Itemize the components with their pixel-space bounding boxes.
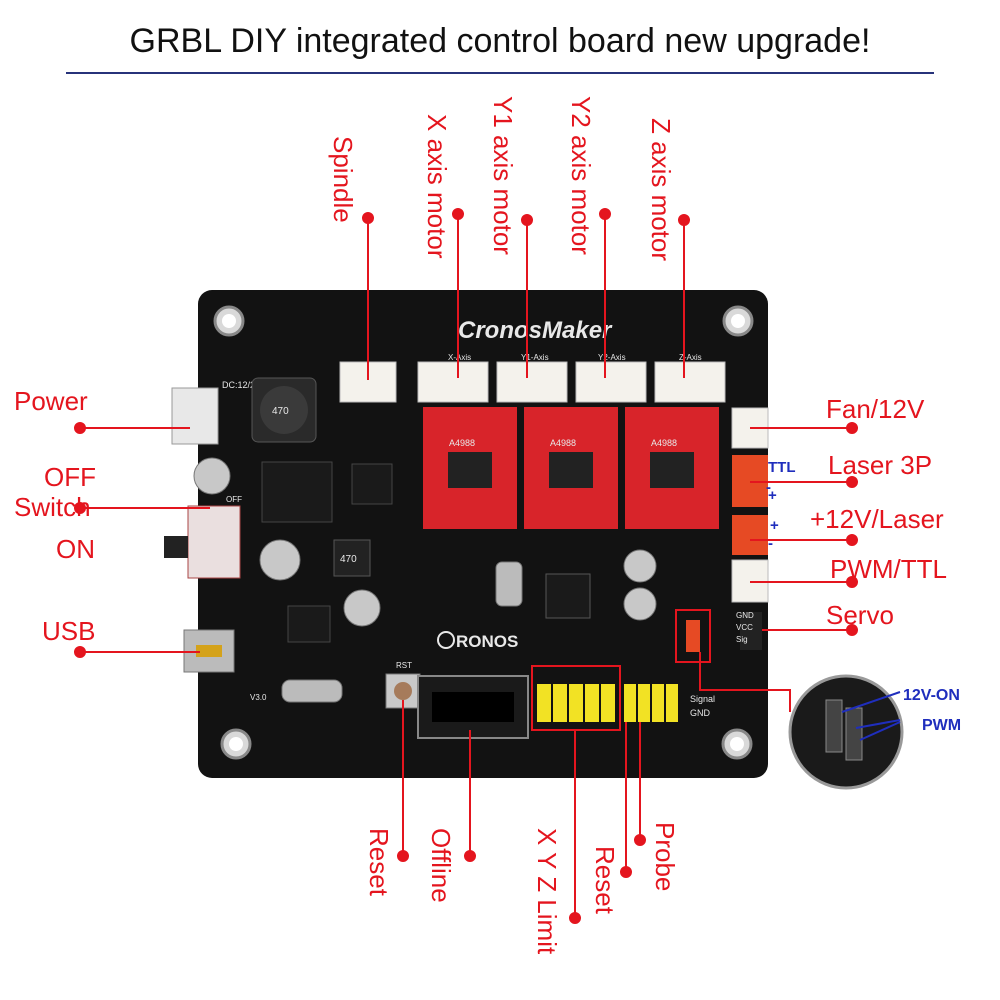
label-spindle: Spindle <box>328 136 358 223</box>
svg-text:470: 470 <box>340 554 357 565</box>
label-reset: Reset <box>364 828 394 896</box>
usb-chip <box>287 605 331 643</box>
crystal-2 <box>281 679 343 703</box>
svg-text:Sig: Sig <box>736 635 748 644</box>
svg-text:A4988: A4988 <box>449 438 475 448</box>
pwm-jumper <box>686 620 700 652</box>
page-title: GRBL DIY integrated control board new up… <box>129 22 871 60</box>
y1-axis-silk: Y1-Axis <box>521 353 549 362</box>
label-switch: Switch <box>14 492 91 522</box>
power-jack <box>171 387 219 445</box>
y2-axis-connector <box>575 361 647 403</box>
svg-text:RST: RST <box>396 661 412 670</box>
z-axis-connector <box>654 361 726 403</box>
inset-12v-on-label: 12V-ON <box>903 687 960 704</box>
capacitor-1 <box>193 457 231 495</box>
driver-z: A4988 <box>625 407 719 529</box>
label-y2-motor: Y2 axis motor <box>566 96 596 255</box>
svg-text:OFF: OFF <box>226 495 242 504</box>
label-probe: Probe <box>650 822 680 892</box>
limit-headers <box>537 684 678 722</box>
brand-silk: CronosMaker <box>458 317 613 344</box>
control-board: CronosMaker X-Axis Y1-Axis Y2-Axis Z-Axi… <box>164 290 796 778</box>
plus-mark-1: + <box>768 487 777 504</box>
x-axis-silk: X-Axis <box>448 353 471 362</box>
svg-text:470: 470 <box>272 406 289 417</box>
crystal <box>495 561 523 607</box>
minus-mark-1: - <box>766 479 771 496</box>
label-servo: Servo <box>826 600 894 630</box>
cronos-logo-icon <box>437 631 455 649</box>
laser-12v-connector <box>732 515 768 555</box>
leader-lines <box>74 208 858 924</box>
label-laser3p: Laser 3P <box>828 450 933 480</box>
svg-text:Signal: Signal <box>690 694 715 704</box>
label-pwm-ttl: PWM/TTL <box>830 554 947 584</box>
jumper-inset: 12V-ON PWM <box>788 674 961 790</box>
label-x-motor: X axis motor <box>422 114 452 259</box>
cronos-logo-text: RONOS <box>456 632 518 651</box>
label-xyz-limit: X Y Z Limit <box>532 828 562 955</box>
label-y1-motor: Y1 axis motor <box>488 96 518 255</box>
minus-mark-2: - <box>768 535 773 552</box>
power-switch <box>187 505 241 579</box>
label-power: Power <box>14 386 88 416</box>
label-z-motor: Z axis motor <box>646 118 676 262</box>
driver-x: A4988 <box>423 407 517 529</box>
capacitor-3 <box>343 589 381 627</box>
svg-text:A4988: A4988 <box>550 438 576 448</box>
label-fan: Fan/12V <box>826 394 925 424</box>
svg-text:VCC: VCC <box>736 623 753 632</box>
title-underline <box>66 72 934 74</box>
y1-axis-connector <box>496 361 568 403</box>
capacitor-5 <box>623 587 657 621</box>
driver-y: A4988 <box>524 407 618 529</box>
svg-text:DC:12/24V: DC:12/24V <box>222 380 266 390</box>
inductor-2 <box>333 539 371 577</box>
servo-header <box>740 612 762 650</box>
z-axis-silk: Z-Axis <box>679 353 702 362</box>
label-laser12v: +12V/Laser <box>810 504 944 534</box>
capacitor-2 <box>259 539 301 581</box>
svg-text:A4988: A4988 <box>651 438 677 448</box>
mcu-chip <box>545 573 591 619</box>
svg-text:V3.0: V3.0 <box>250 693 267 702</box>
capacitor-4 <box>623 549 657 583</box>
jumper-highlight <box>675 609 711 663</box>
inset-pwm-label: PWM <box>922 717 961 734</box>
label-off: OFF <box>44 462 96 492</box>
svg-text:GND: GND <box>736 611 754 620</box>
label-offline: Offline <box>426 828 456 903</box>
svg-text:GND: GND <box>690 708 711 718</box>
x-axis-connector <box>417 361 489 403</box>
regulator <box>261 461 333 523</box>
y2-axis-silk: Y2-Axis <box>598 353 626 362</box>
ttl-mark: TTL <box>768 459 796 476</box>
label-reset-2: Reset <box>590 846 620 914</box>
label-usb: USB <box>42 616 96 646</box>
label-on: ON <box>56 534 95 564</box>
plus-mark-2: + <box>770 517 779 534</box>
